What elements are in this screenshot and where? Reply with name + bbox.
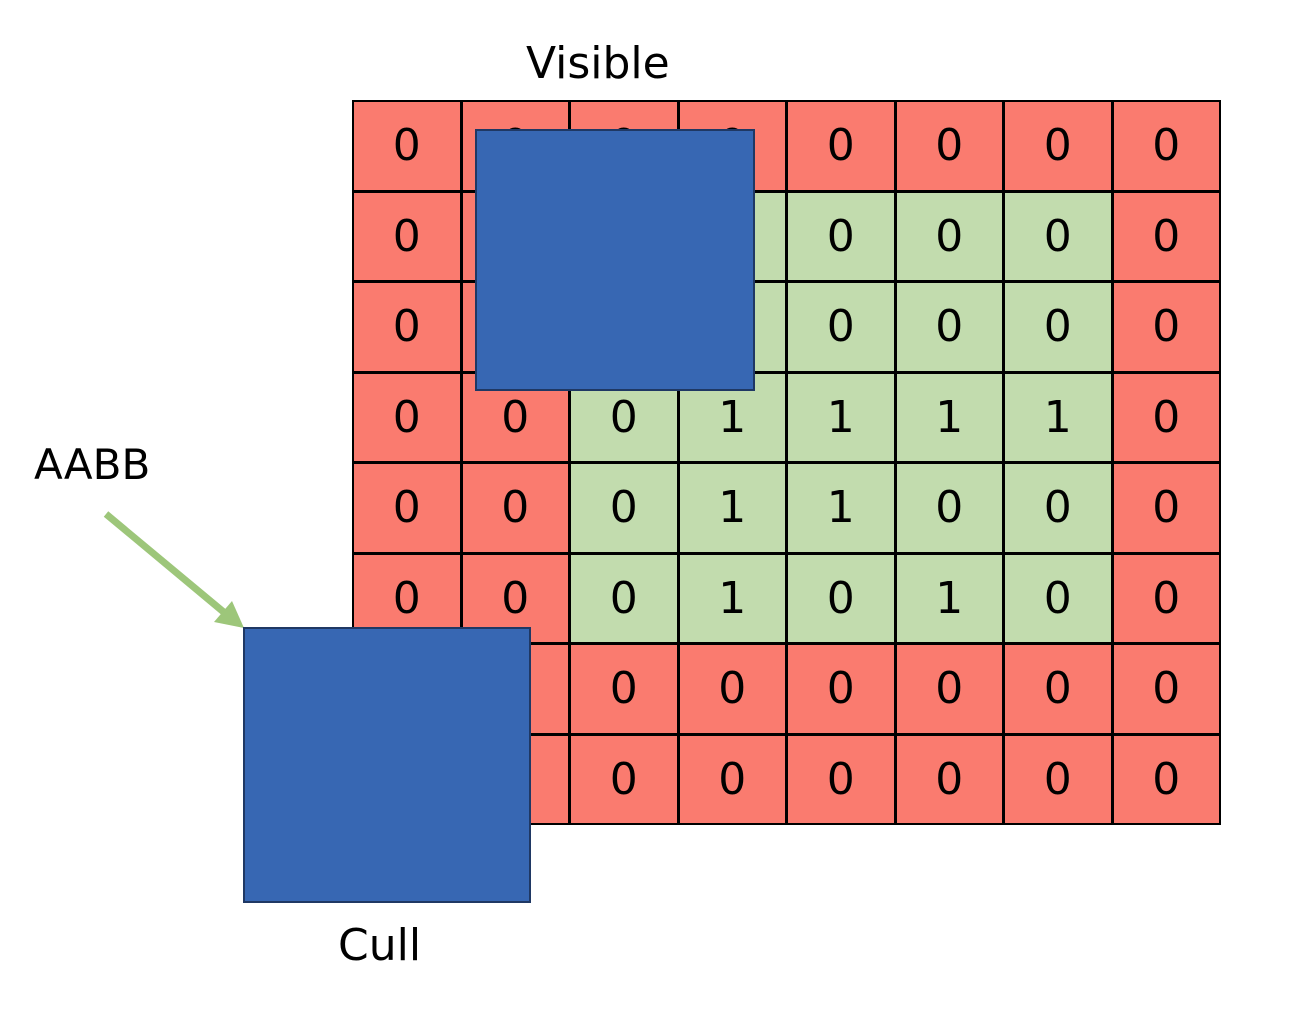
- grid-cell: 0: [1111, 281, 1221, 373]
- grid-cell: 0: [894, 190, 1004, 282]
- grid-cell: 0: [786, 552, 896, 644]
- grid-cell: 0: [1003, 190, 1113, 282]
- grid-cell: 0: [1003, 281, 1113, 373]
- grid-cell: 0: [352, 462, 462, 554]
- grid-cell: 0: [786, 190, 896, 282]
- grid-cell: 0: [569, 733, 679, 825]
- visible-aabb-box: [475, 129, 755, 391]
- culled-aabb-box: [243, 627, 531, 903]
- grid-cell: 0: [1003, 643, 1113, 735]
- grid-cell: 1: [677, 462, 787, 554]
- grid-cell: 0: [352, 371, 462, 463]
- grid-cell: 0: [1003, 552, 1113, 644]
- grid-cell: 0: [786, 643, 896, 735]
- visible-label: Visible: [526, 38, 670, 89]
- grid-cell: 0: [894, 733, 1004, 825]
- grid-cell: 0: [677, 733, 787, 825]
- grid-cell: 0: [894, 100, 1004, 192]
- grid-cell: 0: [1111, 643, 1221, 735]
- grid-cell: 0: [1111, 371, 1221, 463]
- grid-cell: 0: [1003, 733, 1113, 825]
- grid-cell: 0: [1111, 190, 1221, 282]
- grid-cell: 0: [352, 100, 462, 192]
- grid-cell: 0: [677, 643, 787, 735]
- grid-cell: 0: [1111, 733, 1221, 825]
- grid-cell: 1: [677, 552, 787, 644]
- grid-cell: 0: [1111, 462, 1221, 554]
- grid-cell: 1: [894, 371, 1004, 463]
- aabb-label: AABB: [34, 440, 151, 489]
- grid-cell: 1: [786, 371, 896, 463]
- grid-cell: 0: [894, 643, 1004, 735]
- grid-cell: 1: [786, 462, 896, 554]
- grid-cell: 1: [1003, 371, 1113, 463]
- grid-cell: 0: [1003, 462, 1113, 554]
- grid-cell: 0: [786, 733, 896, 825]
- grid-cell: 1: [894, 552, 1004, 644]
- grid-cell: 0: [894, 462, 1004, 554]
- grid-cell: 0: [1003, 100, 1113, 192]
- grid-cell: 0: [569, 462, 679, 554]
- grid-cell: 0: [352, 281, 462, 373]
- grid-cell: 0: [1111, 100, 1221, 192]
- grid-cell: 0: [1111, 552, 1221, 644]
- cull-label: Cull: [338, 920, 422, 971]
- grid-cell: 0: [460, 462, 570, 554]
- grid-cell: 0: [569, 552, 679, 644]
- grid-cell: 0: [352, 190, 462, 282]
- grid-cell: 0: [569, 643, 679, 735]
- grid-cell: 0: [786, 100, 896, 192]
- grid-cell: 0: [894, 281, 1004, 373]
- grid-cell: 0: [786, 281, 896, 373]
